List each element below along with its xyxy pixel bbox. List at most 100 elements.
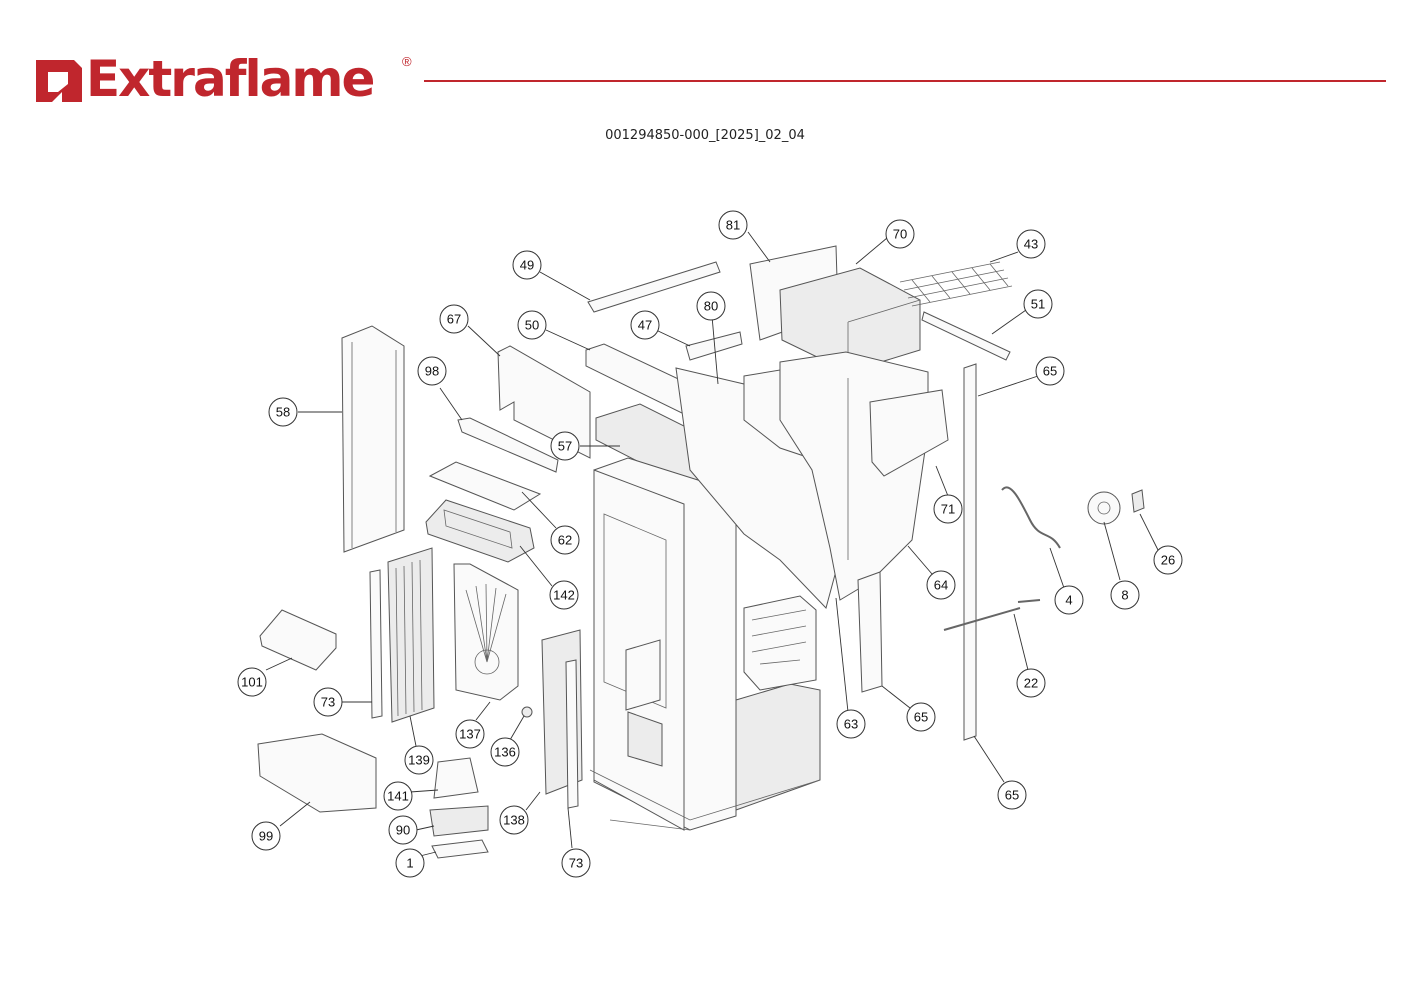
callout-81: 81 (718, 210, 748, 240)
svg-text:65: 65 (1043, 364, 1057, 379)
part-98-bracket (457, 417, 559, 473)
callout-136: 136 (490, 737, 520, 767)
callout-62: 62 (550, 525, 580, 555)
part-71-funnel (779, 351, 949, 601)
part-65-strip-right (963, 363, 977, 741)
svg-text:22: 22 (1024, 676, 1038, 691)
callout-22: 22 (1016, 668, 1046, 698)
part-43-grid (899, 261, 1013, 307)
part-136-knob (521, 706, 533, 718)
svg-text:71: 71 (941, 502, 955, 517)
registered-mark: ® (402, 54, 412, 69)
svg-text:58: 58 (276, 405, 290, 420)
callout-65-top: 65 (1035, 356, 1065, 386)
callout-73-right: 73 (561, 848, 591, 878)
svg-text:142: 142 (553, 588, 575, 603)
callout-58: 58 (268, 397, 298, 427)
callout-65-bottom: 65 (997, 780, 1027, 810)
svg-text:49: 49 (520, 258, 534, 273)
callout-99: 99 (251, 821, 281, 851)
callout-leaders (265, 231, 1159, 857)
svg-text:63: 63 (844, 717, 858, 732)
callout-67: 67 (439, 304, 469, 334)
svg-text:90: 90 (396, 823, 410, 838)
part-137-front-panel (453, 563, 519, 701)
callout-90: 90 (388, 815, 418, 845)
callout-71: 71 (933, 494, 963, 524)
callout-101: 101 (237, 667, 267, 697)
callout-1: 1 (395, 848, 425, 878)
svg-text:8: 8 (1121, 588, 1128, 603)
svg-text:57: 57 (558, 439, 572, 454)
svg-text:65: 65 (1005, 788, 1019, 803)
callout-141: 141 (383, 781, 413, 811)
part-47-bracket (685, 331, 743, 361)
part-main-body (589, 457, 821, 831)
part-101-tray (259, 609, 337, 671)
callout-70: 70 (885, 219, 915, 249)
part-67-rear-panel (497, 345, 591, 459)
svg-text:73: 73 (321, 695, 335, 710)
part-99-ash-tray (257, 733, 377, 813)
svg-text:64: 64 (934, 578, 948, 593)
callout-98: 98 (417, 356, 447, 386)
callout-8: 8 (1110, 580, 1140, 610)
svg-text:67: 67 (447, 312, 461, 327)
document-code: 001294850-000_[2025]_02_04 (605, 128, 805, 143)
svg-text:137: 137 (459, 727, 481, 742)
svg-text:136: 136 (494, 745, 516, 760)
svg-text:43: 43 (1024, 237, 1038, 252)
svg-text:81: 81 (726, 218, 740, 233)
svg-text:80: 80 (704, 299, 718, 314)
callout-139: 139 (404, 745, 434, 775)
callout-51: 51 (1023, 289, 1053, 319)
svg-text:65: 65 (914, 710, 928, 725)
callout-49: 49 (512, 250, 542, 280)
part-65-strip-middle (857, 571, 883, 693)
callout-73-left: 73 (313, 687, 343, 717)
svg-text:101: 101 (241, 675, 263, 690)
callout-43: 43 (1016, 229, 1046, 259)
callout-80: 80 (696, 291, 726, 321)
part-70-top-hopper (749, 245, 921, 373)
callout-138: 138 (499, 805, 529, 835)
svg-text:73: 73 (569, 856, 583, 871)
svg-text:1: 1 (406, 856, 413, 871)
brand-logo: Extraflame (34, 50, 375, 108)
callout-65-middle: 65 (906, 702, 936, 732)
svg-text:47: 47 (638, 318, 652, 333)
callout-63: 63 (836, 709, 866, 739)
callout-64: 64 (926, 570, 956, 600)
part-26-thermostat (1131, 489, 1145, 513)
svg-text:139: 139 (408, 753, 430, 768)
part-brazier-stack (429, 757, 489, 859)
part-62-142-burner-assembly (425, 461, 542, 563)
callout-57: 57 (550, 431, 580, 461)
part-51-rail (921, 311, 1011, 361)
svg-text:138: 138 (503, 813, 525, 828)
callout-137: 137 (455, 719, 485, 749)
part-4-cable (1001, 486, 1061, 549)
part-138-side-door (541, 629, 583, 809)
svg-text:70: 70 (893, 227, 907, 242)
callout-47: 47 (630, 310, 660, 340)
callout-50: 50 (517, 310, 547, 340)
svg-text:4: 4 (1065, 593, 1072, 608)
part-58-side-panel (341, 325, 405, 553)
part-22-probe (943, 599, 1041, 631)
svg-text:141: 141 (387, 789, 409, 804)
svg-text:51: 51 (1031, 297, 1045, 312)
svg-text:62: 62 (558, 533, 572, 548)
callout-26: 26 (1153, 545, 1183, 575)
part-49-rail (587, 261, 721, 313)
callout-4: 4 (1054, 585, 1084, 615)
svg-text:98: 98 (425, 364, 439, 379)
svg-text:26: 26 (1161, 553, 1175, 568)
brand-wordmark: Extraflame (86, 50, 375, 108)
svg-text:50: 50 (525, 318, 539, 333)
svg-text:99: 99 (259, 829, 273, 844)
callout-142: 142 (549, 580, 579, 610)
part-139-door (369, 547, 435, 723)
brand-flame-icon (34, 54, 84, 104)
